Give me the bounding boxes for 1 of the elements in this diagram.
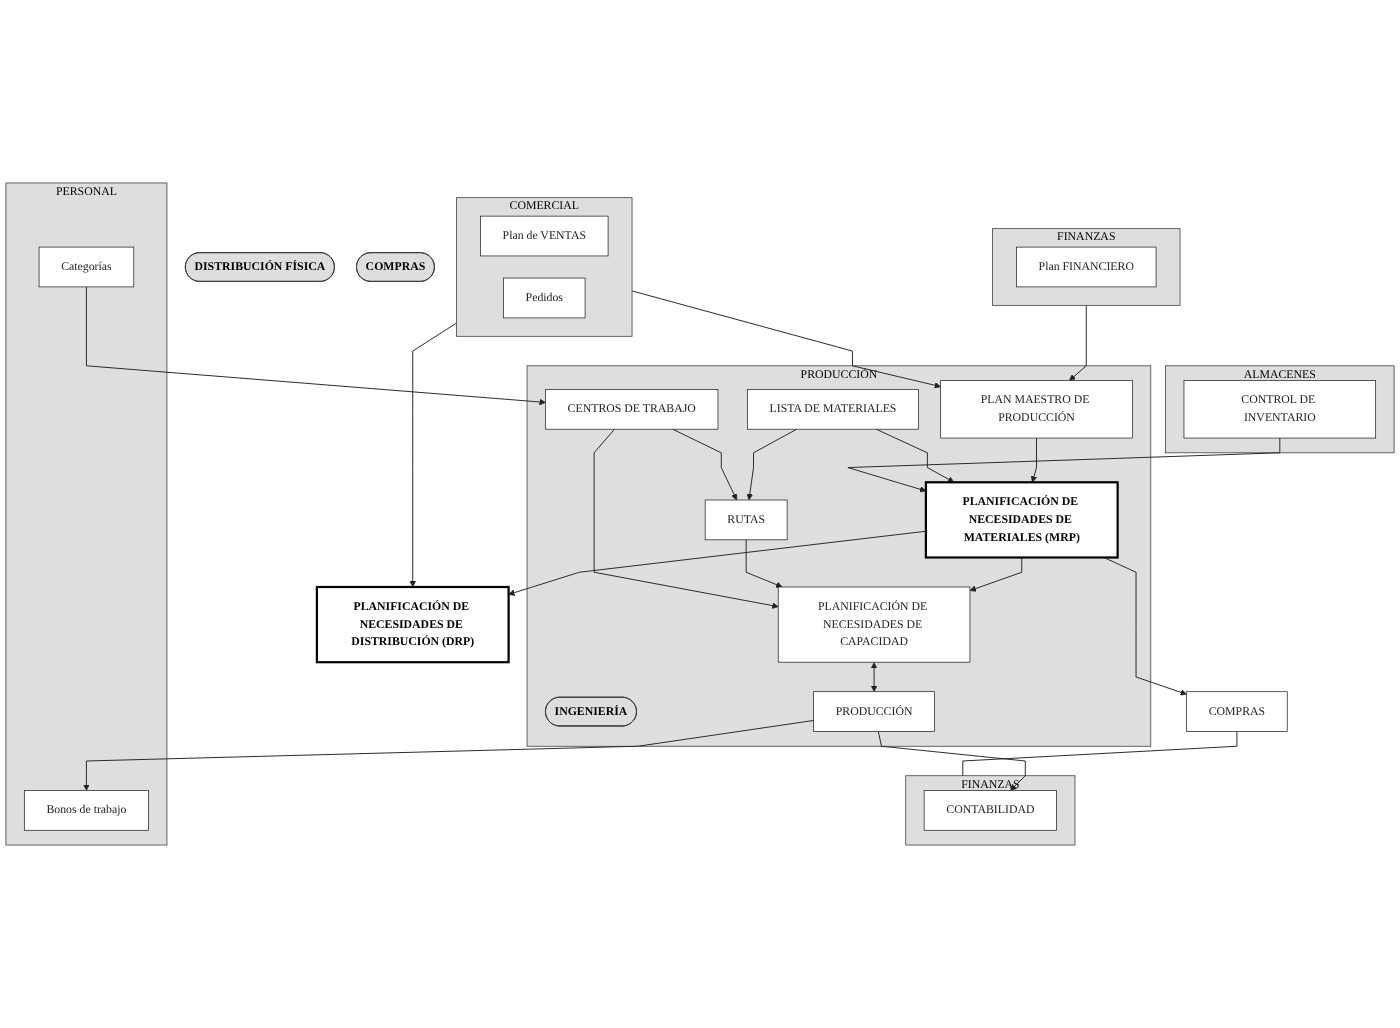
connector [962, 731, 1238, 777]
